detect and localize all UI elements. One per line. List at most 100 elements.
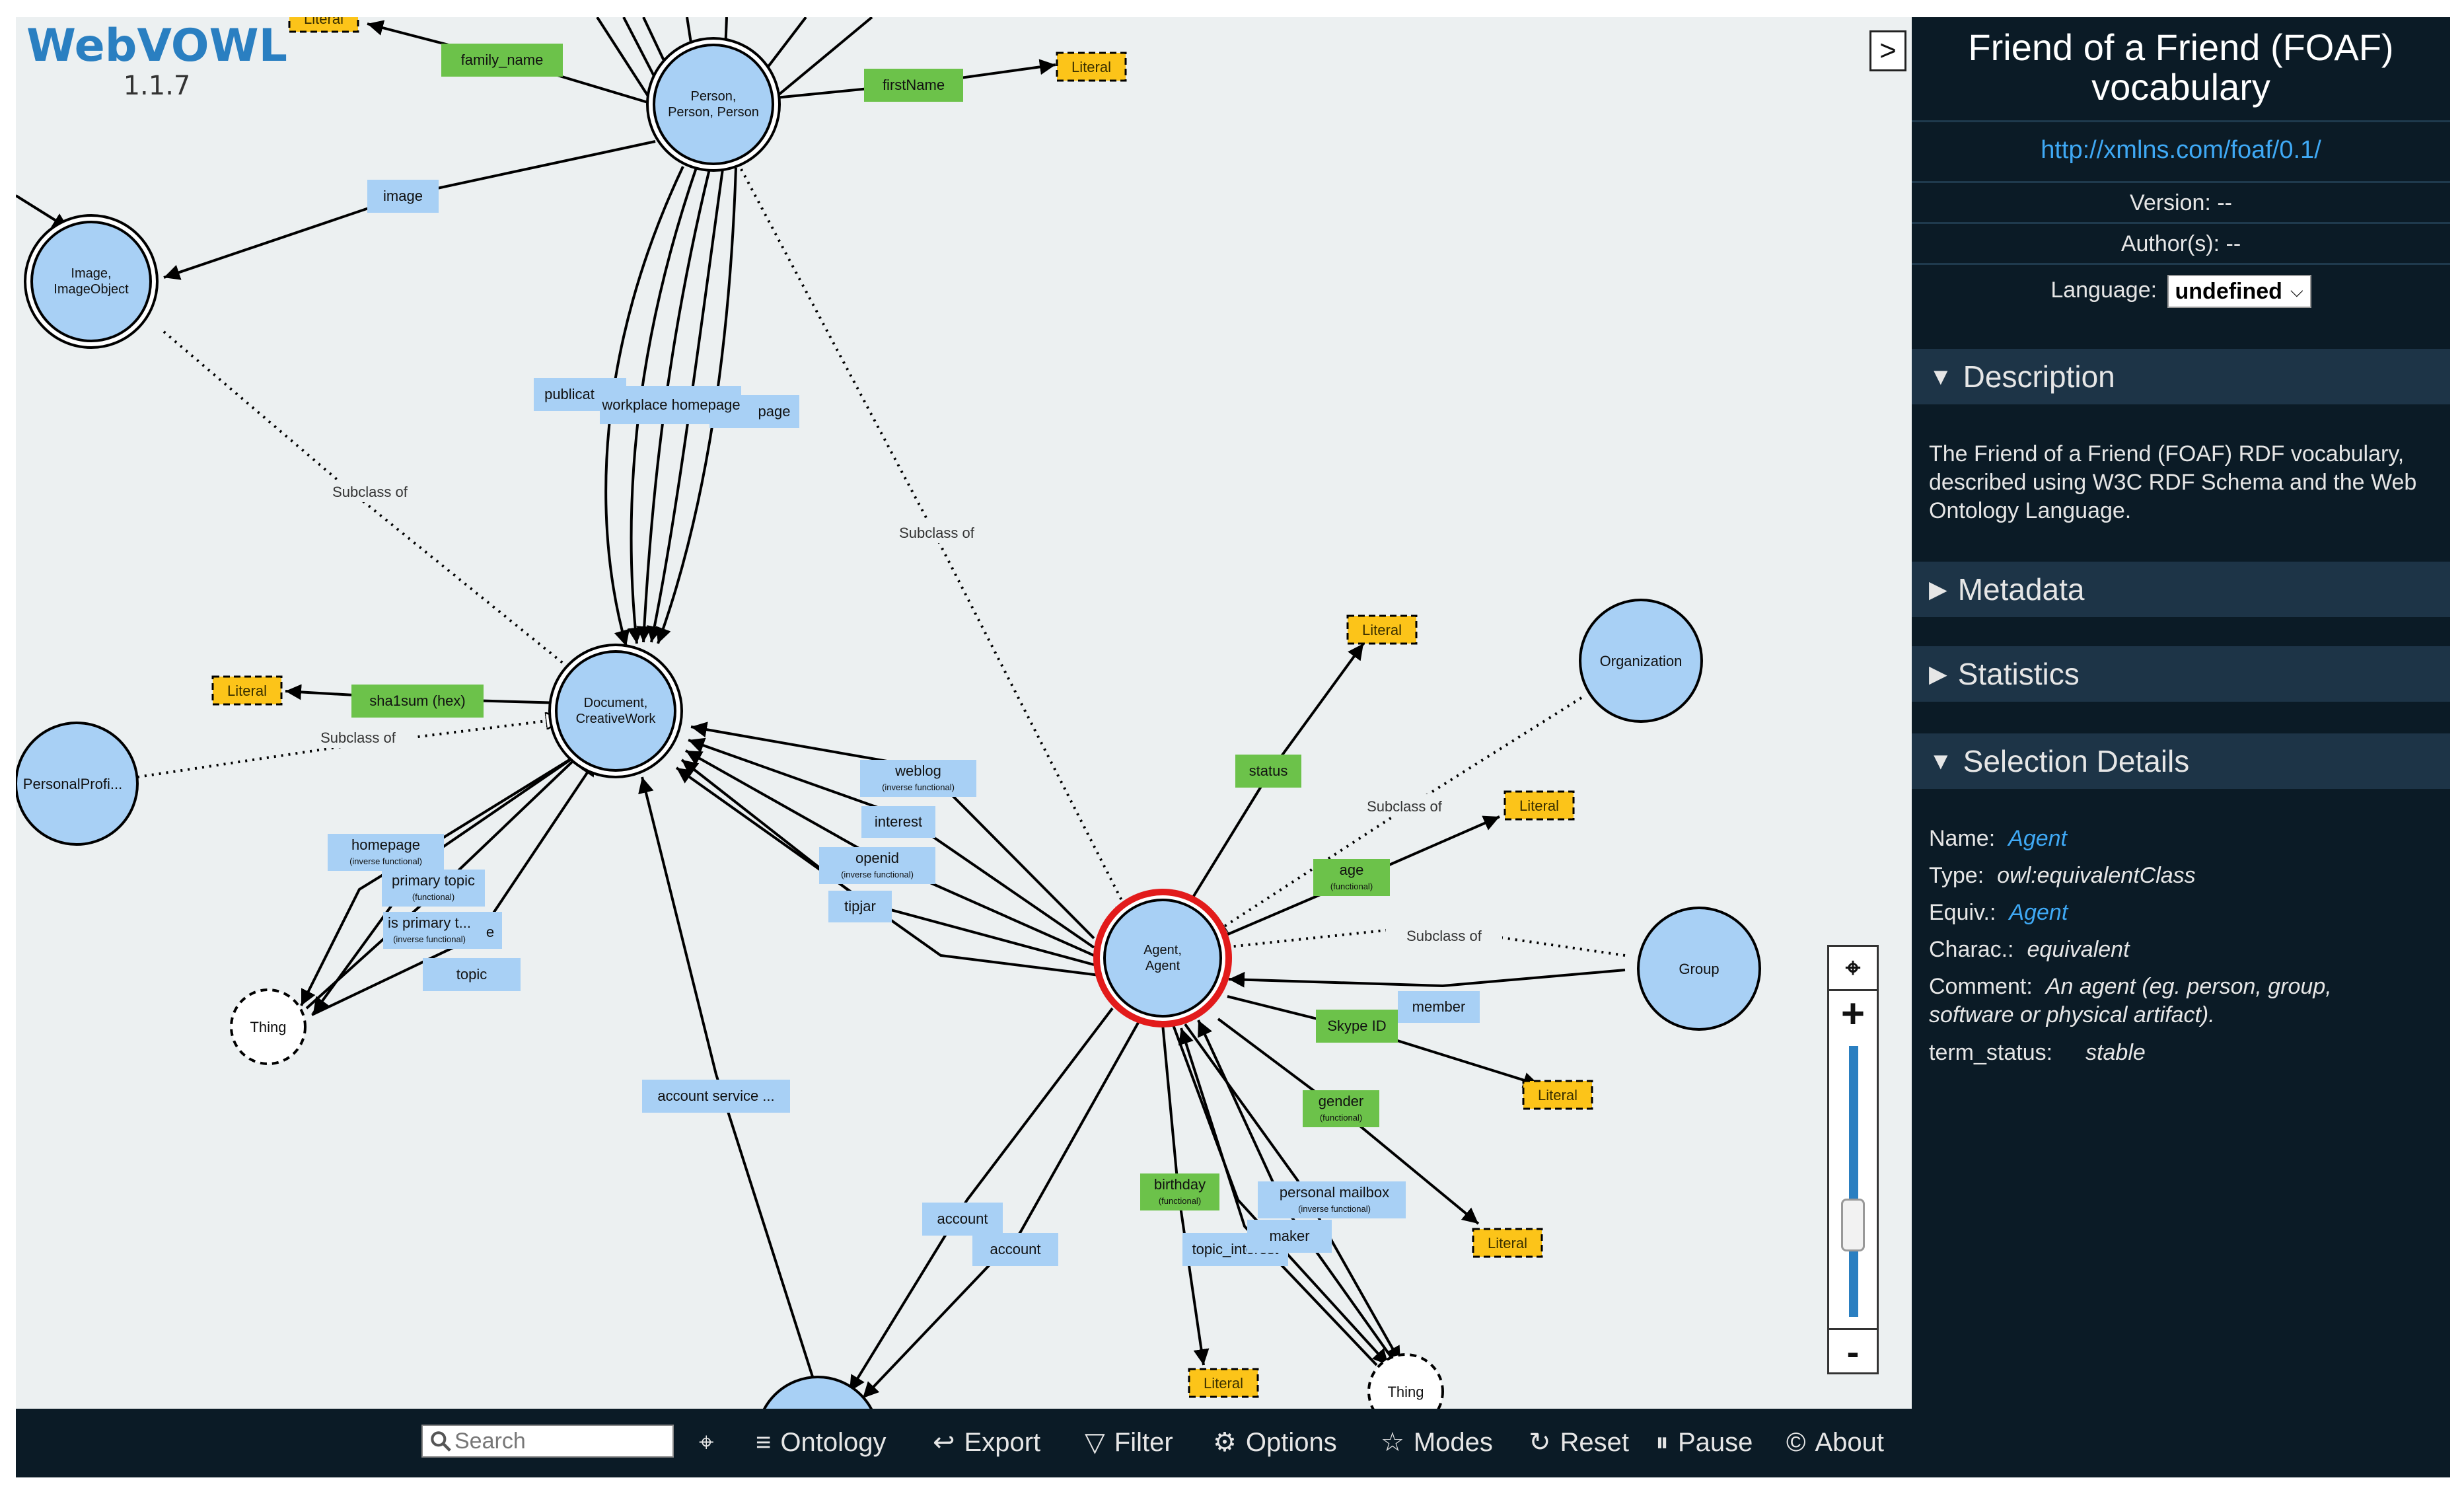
prop-homepage[interactable]: homepage (inverse functional) [328,834,444,871]
zoom-slider-track[interactable] [1849,1046,1858,1317]
language-select[interactable]: undefined⌵ [2167,275,2311,308]
locate-button[interactable]: ⌖ [1829,947,1877,991]
pause-button[interactable]: ⏸Pause [1655,1423,1753,1462]
sidebar-toggle-button[interactable]: > [1869,30,1906,71]
prop-maker[interactable]: maker [1247,1220,1332,1253]
prop-account-2[interactable]: account [972,1233,1058,1266]
prop-family-name[interactable]: family_name [441,44,563,77]
plus-icon: + [1840,990,1866,1037]
zoom-in-button[interactable]: + [1829,990,1877,1037]
node-image[interactable]: Image, ImageObject [24,214,159,349]
about-menu[interactable]: ©About [1786,1423,1884,1462]
subclass-group-agent[interactable]: Subclass of [1386,924,1502,946]
search-input[interactable] [453,1427,667,1455]
filter-menu[interactable]: ▽Filter [1085,1423,1173,1462]
node-bottom-class[interactable] [757,1376,879,1409]
ontology-iri-link[interactable]: http://xmlns.com/foaf/0.1/ [2041,136,2321,164]
prop-is-primary-topic[interactable]: is primary t... (inverse functional) e [383,912,502,949]
prop-tipjar-label: tipjar [844,898,876,914]
node-thing-left[interactable]: Thing [230,988,307,1065]
prop-first-name-label: firstName [883,77,945,93]
prop-weblog[interactable]: weblog (inverse functional) [860,760,976,797]
prop-age[interactable]: age (functional) [1313,859,1390,896]
section-selection-header[interactable]: ▼Selection Details [1912,733,2450,789]
subclass-image-document[interactable]: Subclass of [312,480,428,502]
node-person[interactable]: Person, Person, Person [646,37,781,172]
prop-member[interactable]: member [1398,991,1480,1023]
ontology-title-line-1: Friend of a Friend (FOAF) [1968,26,2394,68]
literal-gender[interactable]: Literal [1472,1228,1543,1258]
node-agent[interactable]: Agent, Agent [1093,889,1232,1027]
detail-equiv-value[interactable]: Agent [2009,900,2068,925]
section-statistics-header[interactable]: ▶Statistics [1912,646,2450,702]
search-box[interactable] [421,1425,674,1458]
prop-skype[interactable]: Skype ID [1316,1010,1398,1043]
literal-age[interactable]: Literal [1504,790,1575,821]
section-description-header[interactable]: ▼Description [1912,349,2450,404]
prop-birthday[interactable]: birthday (functional) [1140,1173,1219,1210]
divider [1912,181,2450,183]
literal-top-left[interactable]: Literal [288,17,359,33]
prop-account-service[interactable]: account service ... [642,1080,790,1113]
subclass-profile-document[interactable]: Subclass of [300,725,416,748]
prop-status[interactable]: status [1235,755,1301,788]
locate-toolbar-button[interactable]: ⌖ [699,1423,723,1462]
literal-skype[interactable]: Literal [1522,1080,1593,1110]
list-icon: ≡ [756,1427,772,1457]
graph-canvas[interactable]: Person, Person, Person Image, ImageObjec… [16,17,1912,1409]
edge-homepage-person [655,167,737,644]
divider [1912,263,2450,265]
logo-version: 1.1.7 [123,71,191,101]
section-description-title: Description [1963,359,2115,394]
edge-workplace-homepage-1 [627,167,698,644]
modes-label: Modes [1413,1427,1493,1457]
section-metadata-header[interactable]: ▶Metadata [1912,562,2450,617]
zoom-slider-handle[interactable] [1841,1199,1865,1251]
detail-name-value[interactable]: Agent [2008,826,2067,851]
prop-primary-topic[interactable]: primary topic (functional) [382,870,485,907]
node-personal-profile[interactable]: PersonalProfi... [16,722,139,846]
literal-sha1sum[interactable]: Literal [211,675,283,706]
export-label: Export [964,1427,1041,1457]
node-thing-bottom-label: Thing [1387,1384,1424,1400]
prop-topic[interactable]: topic [423,958,521,991]
node-document[interactable]: Document, CreativeWork [548,644,683,778]
prop-gender[interactable]: gender (functional) [1303,1090,1379,1127]
node-organization[interactable]: Organization [1579,599,1703,723]
subclass-person-agent[interactable]: Subclass of [879,521,995,543]
literal-first-name[interactable]: Literal [1056,52,1127,82]
literal-status[interactable]: Literal [1346,614,1418,645]
edge-agent-doc-extra [675,766,1100,977]
edge-workplace-homepage-2 [636,168,711,643]
detail-comment-value-1: An agent (eg. person, group, [2045,974,2332,999]
pause-icon: ⏸ [1655,1427,1669,1457]
options-menu[interactable]: ⚙Options [1213,1423,1337,1462]
prop-tipjar[interactable]: tipjar [828,891,892,922]
prop-image[interactable]: image [367,180,439,213]
reset-button[interactable]: ↻Reset [1529,1423,1629,1462]
node-thing-bottom[interactable]: Thing [1367,1353,1444,1409]
literal-birthday[interactable]: Literal [1188,1368,1259,1398]
prop-image-label: image [383,188,423,204]
prop-workplace-homepage-label: workplace homepage [601,396,740,413]
export-menu[interactable]: ↩Export [933,1423,1040,1462]
prop-openid[interactable]: openid (inverse functional) [819,847,935,884]
prop-interest[interactable]: interest [861,806,935,838]
zoom-out-button[interactable]: - [1829,1328,1877,1372]
edge-topic-interest [1178,1027,1378,1366]
detail-term-status-row: term_status:stable [1929,1039,2438,1067]
prop-workplace-homepage[interactable]: workplace homepage [600,386,741,424]
node-document-label-1: Document, [584,696,648,710]
ontology-menu[interactable]: ≡Ontology [756,1423,886,1462]
language-row: Language: undefined⌵ [1912,275,2450,308]
prop-personal-mailbox[interactable]: personal mailbox (inverse functional) [1258,1181,1406,1218]
node-group[interactable]: Group [1637,907,1761,1031]
prop-account-1[interactable]: account [922,1203,1003,1236]
modes-menu[interactable]: ☆Modes [1381,1423,1493,1462]
minus-icon: - [1846,1330,1860,1372]
subclass-organization-agent[interactable]: Subclass of [1346,794,1463,817]
prop-maker-label: maker [1269,1228,1309,1244]
ontology-graph[interactable]: Person, Person, Person Image, ImageObjec… [16,17,1912,1409]
prop-first-name[interactable]: firstName [864,69,963,102]
prop-sha1sum[interactable]: sha1sum (hex) [351,685,484,718]
